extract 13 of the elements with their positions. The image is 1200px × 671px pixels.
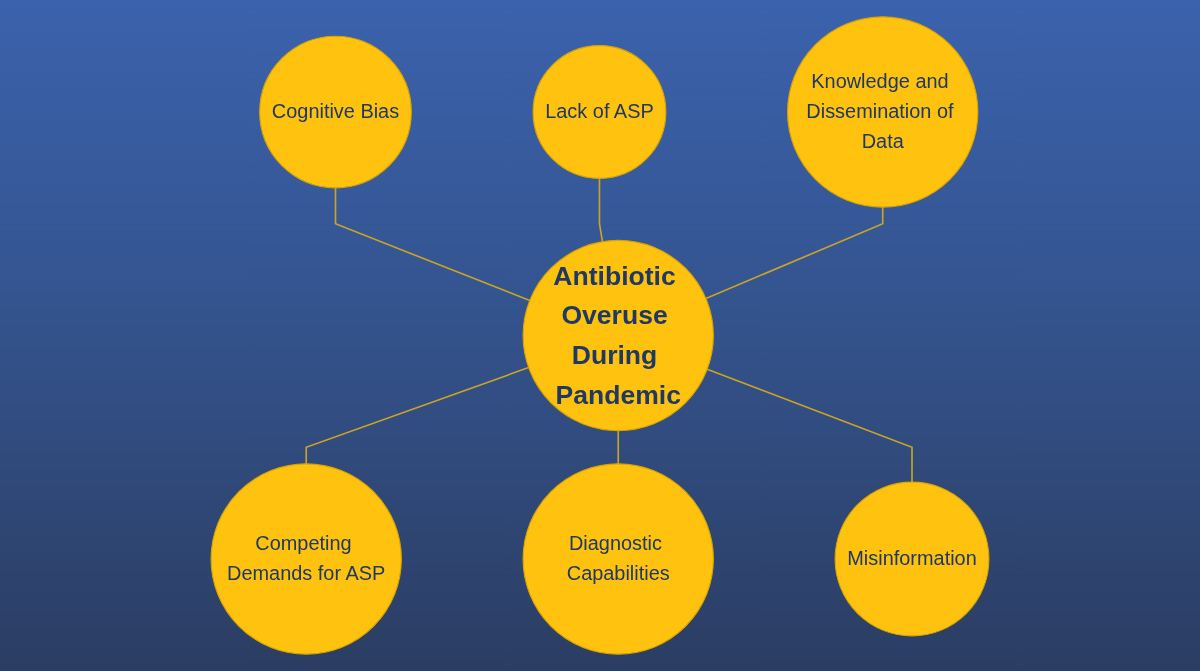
node-circle: Lack of ASP (532, 45, 667, 179)
node-circle: Competing Demands for ASP (210, 463, 402, 655)
connector (706, 368, 913, 483)
node-circle: Knowledge and Dissemination of Data (787, 16, 979, 208)
node-circle: Misinformation (834, 481, 990, 637)
node-circle: Antibiotic Overuse During Pandemic (522, 239, 714, 432)
connector (617, 429, 620, 465)
connector (305, 366, 530, 465)
connector (598, 177, 604, 243)
connector (334, 187, 531, 302)
node-circle: Cognitive Bias (259, 35, 412, 189)
connector (705, 206, 884, 300)
node-circle: Diagnostic Capabilities (522, 463, 714, 655)
